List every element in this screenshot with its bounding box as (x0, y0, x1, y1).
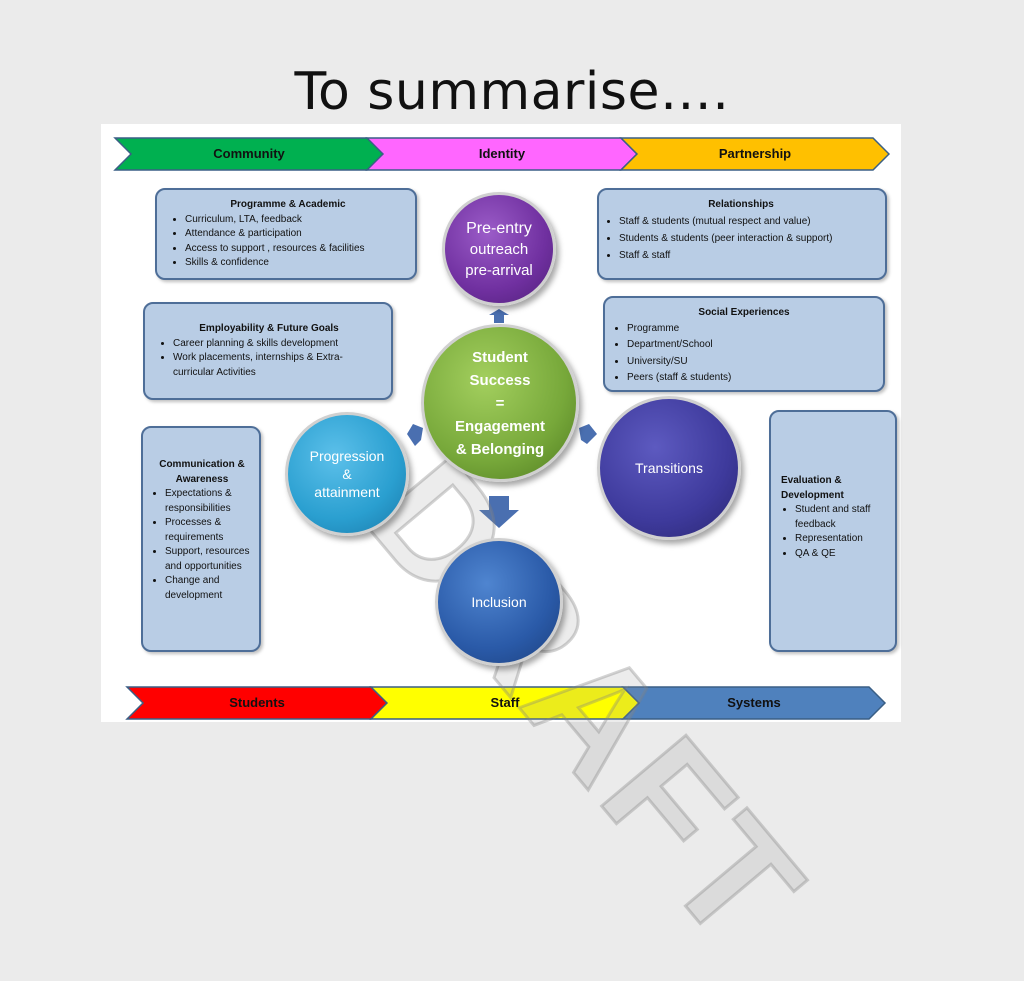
box-title: Evaluation & Development (781, 475, 844, 501)
box-title: Social Experiences (698, 307, 790, 318)
box-title: Employability & Future Goals (199, 323, 339, 334)
slide-title: To summarise…. (294, 62, 730, 122)
circle-progression-line3: attainment (314, 484, 380, 500)
box-title: Programme & Academic (230, 199, 346, 210)
list-item: Change and development (165, 574, 253, 603)
circle-center-line3: = (495, 394, 505, 412)
circle-transitions: Transitions (597, 396, 741, 540)
circle-preentry: Pre-entry outreach pre-arrival (442, 192, 556, 306)
chevron-label-students: Students (229, 695, 285, 710)
circle-center-line4: Engagement (454, 417, 545, 435)
circle-center-line1: Student (472, 348, 528, 366)
list-item: University/SU (627, 354, 875, 371)
circle-preentry-line3: pre-arrival (465, 261, 533, 279)
box-title: Communication & Awareness (159, 459, 245, 485)
list-item: Work placements, internships & Extra-cur… (173, 351, 379, 380)
chevron-label-identity: Identity (478, 146, 526, 161)
list-item: Processes & requirements (165, 516, 253, 545)
arrow-left (407, 424, 423, 446)
chevron-label-partnership: Partnership (718, 146, 792, 161)
list-item: Peers (staff & students) (627, 370, 875, 387)
list-item: Curriculum, LTA, feedback (185, 213, 405, 228)
circle-center-line5: & Belonging (455, 440, 545, 458)
box-relationships: Relationships Staff & students (mutual r… (597, 188, 887, 280)
list-item: Programme (627, 321, 875, 338)
arrow-up (489, 309, 509, 323)
circle-inclusion: Inclusion (435, 538, 563, 666)
list-item: Skills & confidence (185, 256, 405, 271)
arrow-right (579, 424, 597, 444)
circle-student-success: Student Success = Engagement & Belonging (421, 324, 579, 482)
list-item: Attendance & participation (185, 227, 405, 242)
circle-center-line2: Success (469, 371, 531, 389)
list-item: Staff & staff (619, 247, 877, 264)
chevron-partnership (619, 137, 891, 171)
list-item: Students & students (peer interaction & … (619, 230, 877, 247)
box-communication: Communication & Awareness Expectations &… (141, 426, 261, 652)
chevron-bars (113, 137, 891, 720)
box-employability: Employability & Future Goals Career plan… (143, 302, 393, 400)
box-programme-academic: Programme & Academic Curriculum, LTA, fe… (155, 188, 417, 280)
circle-progression-line1: Progression (309, 448, 385, 464)
chevron-label-community: Community (213, 146, 285, 161)
circle-progression-line2: & (342, 466, 352, 482)
list-item: Career planning & skills development (173, 337, 379, 352)
box-evaluation: Evaluation & Development Student and sta… (769, 410, 897, 652)
list-item: Staff & students (mutual respect and val… (619, 213, 877, 230)
chevron-systems (621, 686, 887, 720)
chevron-label-staff: Staff (490, 695, 520, 710)
list-item: Student and staff feedback (795, 503, 889, 532)
list-item: QA & QE (795, 547, 889, 562)
arrow-down (479, 496, 519, 528)
list-item: Department/School (627, 337, 875, 354)
list-item: Representation (795, 532, 889, 547)
circle-preentry-line1: Pre-entry (466, 219, 532, 237)
list-item: Access to support , resources & faciliti… (185, 242, 405, 257)
list-item: Expectations & responsibilities (165, 487, 253, 516)
box-social-experiences: Social Experiences Programme Department/… (603, 296, 885, 392)
box-title: Relationships (708, 199, 774, 210)
chevron-label-systems: Systems (727, 695, 781, 710)
diagram-panel: Community Identity Partnership Students … (101, 124, 901, 980)
circle-preentry-line2: outreach (469, 240, 529, 258)
list-item: Support, resources and opportunities (165, 545, 253, 574)
circle-progression: Progression & attainment (285, 412, 409, 536)
